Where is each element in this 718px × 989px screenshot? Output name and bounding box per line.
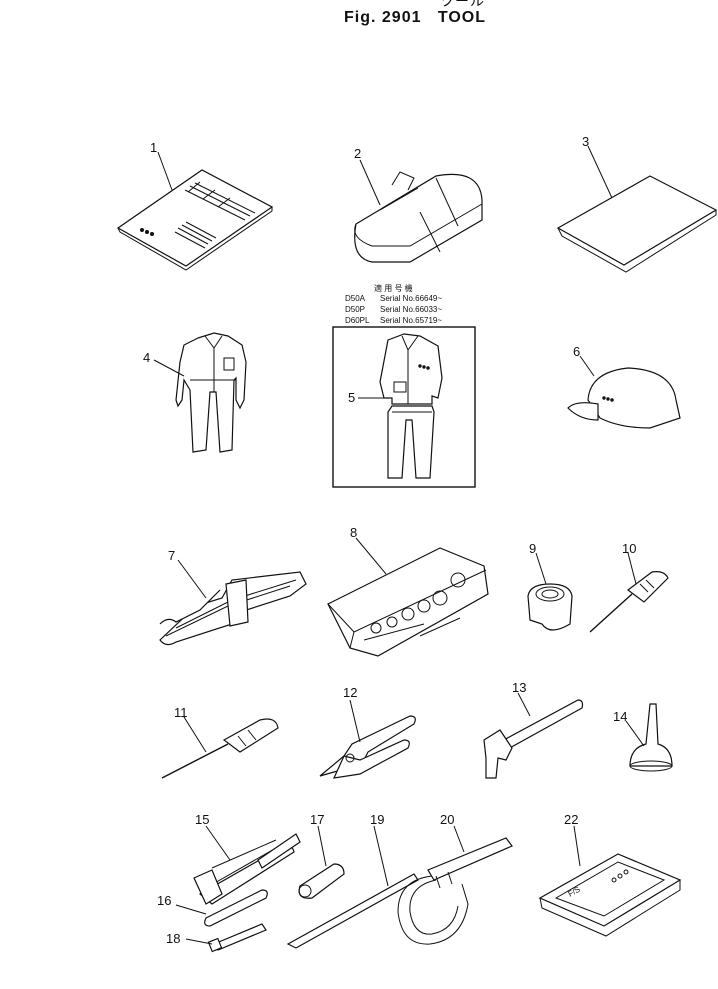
serial-d60pl: Serial No.65719~ — [380, 316, 442, 325]
title-japanese: ツール — [440, 0, 485, 9]
part-number-5: 5 — [348, 390, 355, 405]
cap-icon: 6 — [567, 344, 681, 429]
model-d50p: D50P — [345, 305, 365, 314]
socket-row — [363, 572, 466, 641]
part-number-7: 7 — [168, 548, 175, 563]
work-suit-box: 適 用 号 機 D50A Serial No.66649~ D50P Seria… — [332, 283, 476, 488]
part-number-2: 2 — [354, 146, 361, 161]
fig-label: Fig. — [344, 9, 377, 26]
model-d50a: D50A — [345, 294, 366, 303]
part-number-17: 17 — [310, 812, 324, 827]
model-d60pl: D60PL — [345, 316, 370, 325]
part-number-4: 4 — [143, 350, 150, 365]
oil-can-icon: 14 — [613, 703, 673, 772]
part-number-3: 3 — [582, 134, 589, 149]
wrench-set-icon: 7 — [159, 548, 307, 646]
part-number-20: 20 — [440, 812, 454, 827]
nipple-icon: 18 — [166, 923, 267, 953]
part-number-22: 22 — [564, 812, 578, 827]
part-number-18: 18 — [166, 931, 180, 946]
screwdriver-icon: 10 — [589, 541, 669, 633]
grease-gun-icon: 15 — [193, 812, 301, 905]
part-number-8: 8 — [350, 525, 357, 540]
fig-number: 2901 — [381, 9, 422, 26]
part-number-6: 6 — [573, 344, 580, 359]
part-number-10: 10 — [622, 541, 636, 556]
part-number-13: 13 — [512, 680, 526, 695]
part-number-9: 9 — [529, 541, 536, 556]
socket-set-icon: 8 — [327, 525, 489, 657]
figure-title: Fig. 2901 TOOL — [344, 9, 486, 27]
filter-wrench-icon: 20 — [397, 812, 513, 945]
figure-name: TOOL — [437, 9, 486, 26]
nozzle-icon: 16 — [157, 889, 268, 927]
part-number-15: 15 — [195, 812, 209, 827]
bar-icon: 19 — [286, 812, 419, 949]
part-number-14: 14 — [613, 709, 627, 724]
pliers-icon: 12 — [319, 685, 416, 779]
manual-sheet-icon: 1 — [116, 140, 274, 271]
cartridge-icon: 17 — [298, 812, 345, 899]
socket-icon: 9 — [527, 541, 573, 631]
serial-d50a: Serial No.66649~ — [380, 294, 442, 303]
applicable-heading: 適 用 号 機 — [374, 283, 413, 293]
case-icon: F/S 22 — [538, 812, 682, 937]
part-number-11: 11 — [174, 705, 188, 720]
coverall-icon: 4 — [143, 332, 247, 453]
part-number-19: 19 — [370, 812, 384, 827]
work-suit-icon — [379, 333, 443, 479]
folder-sheet-icon: 3 — [556, 134, 718, 273]
part-number-1: 1 — [150, 140, 157, 155]
part-number-16: 16 — [157, 893, 171, 908]
work-suit-frame — [332, 326, 476, 488]
manual-table — [140, 181, 256, 249]
serial-d50p: Serial No.66033~ — [380, 305, 442, 314]
tool-bag-icon: 2 — [354, 146, 483, 263]
screwdriver-icon: 11 — [161, 705, 279, 779]
part-number-12: 12 — [343, 685, 357, 700]
hammer-icon: 13 — [483, 680, 584, 779]
